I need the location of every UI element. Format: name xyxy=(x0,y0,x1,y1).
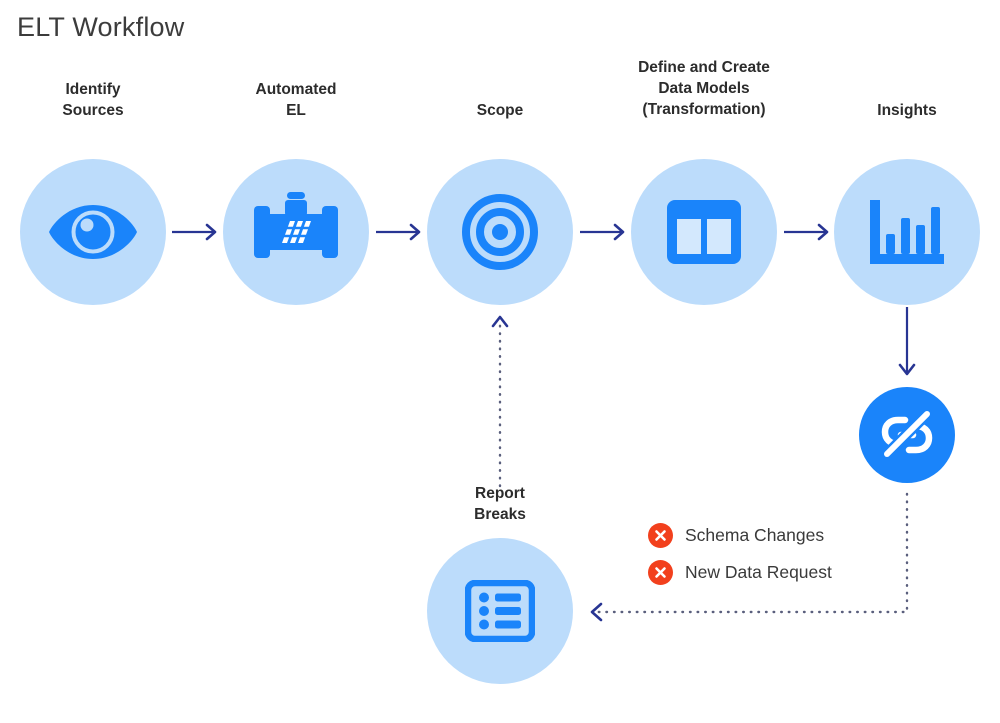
connector-identify-to-el xyxy=(172,223,217,241)
legend-item-new-data-request: New Data Request xyxy=(648,554,832,591)
eye-icon xyxy=(47,203,139,261)
data-models-icon xyxy=(667,200,741,264)
valve-icon xyxy=(254,192,338,272)
connector-scope-to-models xyxy=(580,223,625,241)
legend: Schema Changes New Data Request xyxy=(648,517,832,591)
legend-item-schema-changes: Schema Changes xyxy=(648,517,832,554)
step-label-scope: Scope xyxy=(476,102,524,119)
node-data-models[interactable] xyxy=(631,159,777,305)
node-identify-sources[interactable] xyxy=(20,159,166,305)
connector-models-to-insights xyxy=(784,223,829,241)
bar-chart-icon xyxy=(867,198,947,266)
node-report-breaks[interactable] xyxy=(427,538,573,684)
connector-report-breaks-to-scope xyxy=(491,315,509,488)
node-automated-el[interactable] xyxy=(223,159,369,305)
step-label-insights: Insights xyxy=(877,102,937,119)
legend-label-schema-changes: Schema Changes xyxy=(685,525,825,545)
page-title: ELT Workflow xyxy=(17,12,185,42)
node-insights[interactable] xyxy=(834,159,980,305)
step-label-automated-el: Automated EL xyxy=(255,81,337,119)
connector-insights-to-broken-link xyxy=(898,307,916,376)
legend-label-new-data-request: New Data Request xyxy=(685,562,832,582)
connector-el-to-scope xyxy=(376,223,421,241)
step-label-report-breaks: Report Breaks xyxy=(474,485,526,523)
target-icon xyxy=(462,194,538,270)
node-broken-link[interactable] xyxy=(859,387,955,483)
step-label-identify-sources: Identify Sources xyxy=(62,81,124,119)
step-label-data-models: Define and Create Data Models (Transform… xyxy=(638,59,770,118)
x-circle-icon xyxy=(648,523,673,548)
report-list-icon xyxy=(465,580,535,642)
x-circle-icon xyxy=(648,560,673,585)
broken-link-icon xyxy=(876,404,938,466)
node-scope[interactable] xyxy=(427,159,573,305)
